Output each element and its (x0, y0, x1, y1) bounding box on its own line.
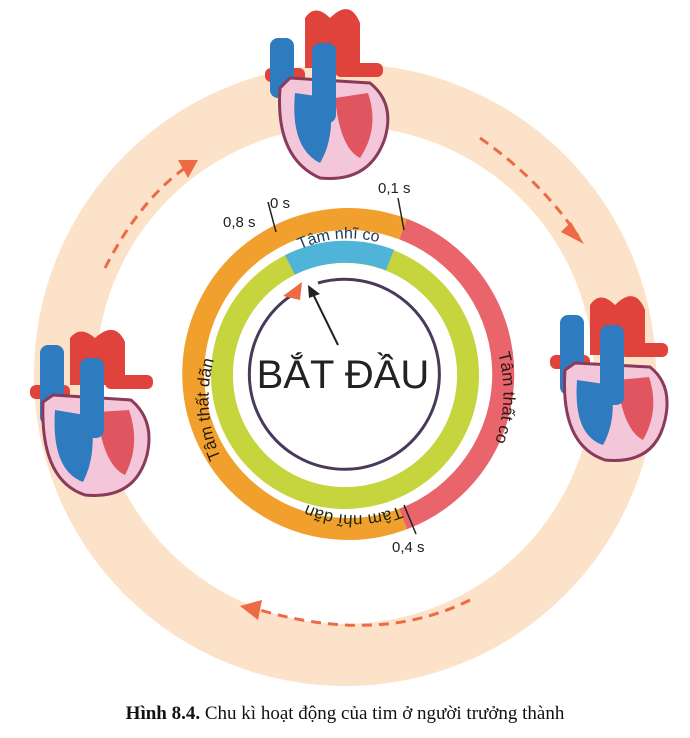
time-08s: 0,8 s (223, 214, 256, 231)
ring-segment-atrial-systole (285, 240, 394, 275)
time-01s: 0,1 s (378, 180, 411, 197)
ring-segment-ventricular-systole (399, 218, 515, 530)
time-04s: 0,4 s (392, 539, 425, 556)
phase-ring (182, 208, 515, 540)
heart-icon-top (265, 9, 390, 180)
inner-cycle-line (247, 277, 441, 471)
cycle-arrow-left-head (178, 160, 198, 178)
cycle-arrow-top-right-head (561, 222, 584, 244)
start-pointer (311, 291, 339, 346)
cycle-arrow-bottom-head (240, 600, 262, 620)
inner-cycle-arrow-head (283, 282, 302, 300)
cycle-arrow-left (103, 166, 186, 269)
tick-0s (267, 201, 277, 233)
tick-01s (397, 197, 405, 231)
figure-caption: Hình 8.4. Chu kì hoạt động của tim ở ngư… (0, 703, 690, 725)
start-pointer-head (308, 285, 320, 298)
inner-center (233, 263, 457, 487)
heart-icon-left (30, 329, 153, 497)
ring-segment-ventricular-diastole (182, 208, 407, 540)
center-label: BẮT ĐẦU (257, 351, 430, 397)
caption-text: Chu kì hoạt động của tim ở người trưởng … (204, 703, 565, 724)
heart-icon-right (550, 296, 669, 462)
cycle-arrow-bottom (259, 598, 471, 627)
time-0s: 0 s (270, 195, 290, 212)
caption-label: Hình 8.4. (125, 703, 201, 724)
tick-04s (403, 504, 417, 535)
